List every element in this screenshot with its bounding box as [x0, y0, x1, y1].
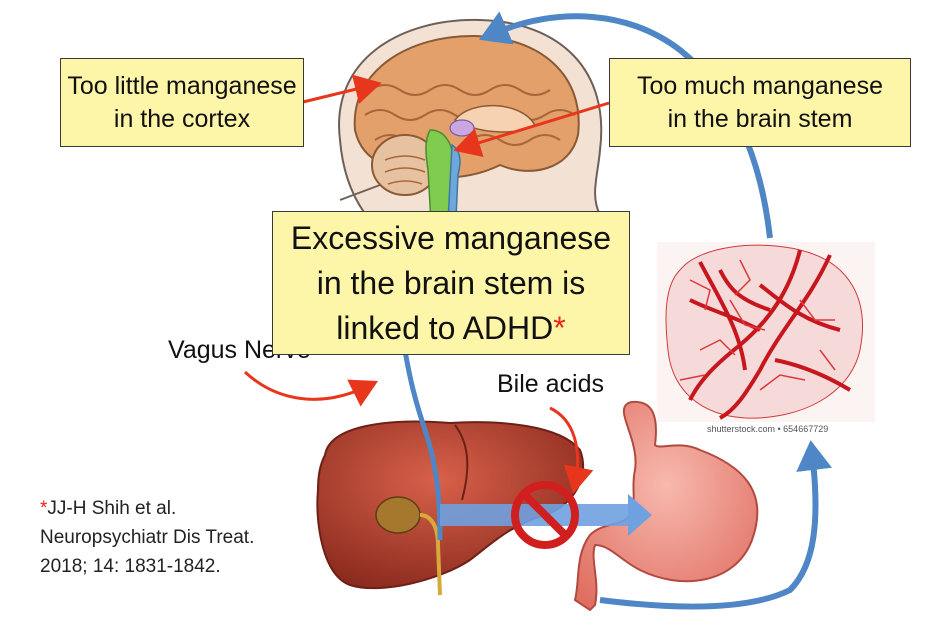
citation-line-3: 2018; 14: 1831-1842.	[40, 552, 254, 581]
cortex-callout-text: Too little manganese in the cortex	[67, 70, 296, 136]
adhd-callout-text: Excessive manganese in the brain stem is…	[291, 216, 611, 351]
adhd-footnote-star: *	[553, 310, 565, 346]
red-arrow-vagus	[245, 372, 370, 399]
brain-stem-callout-box: Too much manganese in the brain stem	[609, 58, 911, 147]
citation-line-2: Neuropsychiatr Dis Treat.	[40, 523, 254, 552]
bile-acids-label: Bile acids	[497, 370, 604, 399]
brain-stem-callout-text: Too much manganese in the brain stem	[637, 70, 883, 136]
adhd-callout-box: Excessive manganese in the brain stem is…	[272, 211, 630, 355]
citation-line-1: *JJ-H Shih et al.	[40, 494, 254, 523]
citation: *JJ-H Shih et al. Neuropsychiatr Dis Tre…	[40, 494, 254, 581]
citation-authors: JJ-H Shih et al.	[47, 498, 176, 519]
watermark: shutterstock.com • 654667729	[707, 424, 828, 434]
cortex-callout-box: Too little manganese in the cortex	[60, 58, 304, 147]
heart-vessels-illustration	[657, 242, 875, 422]
